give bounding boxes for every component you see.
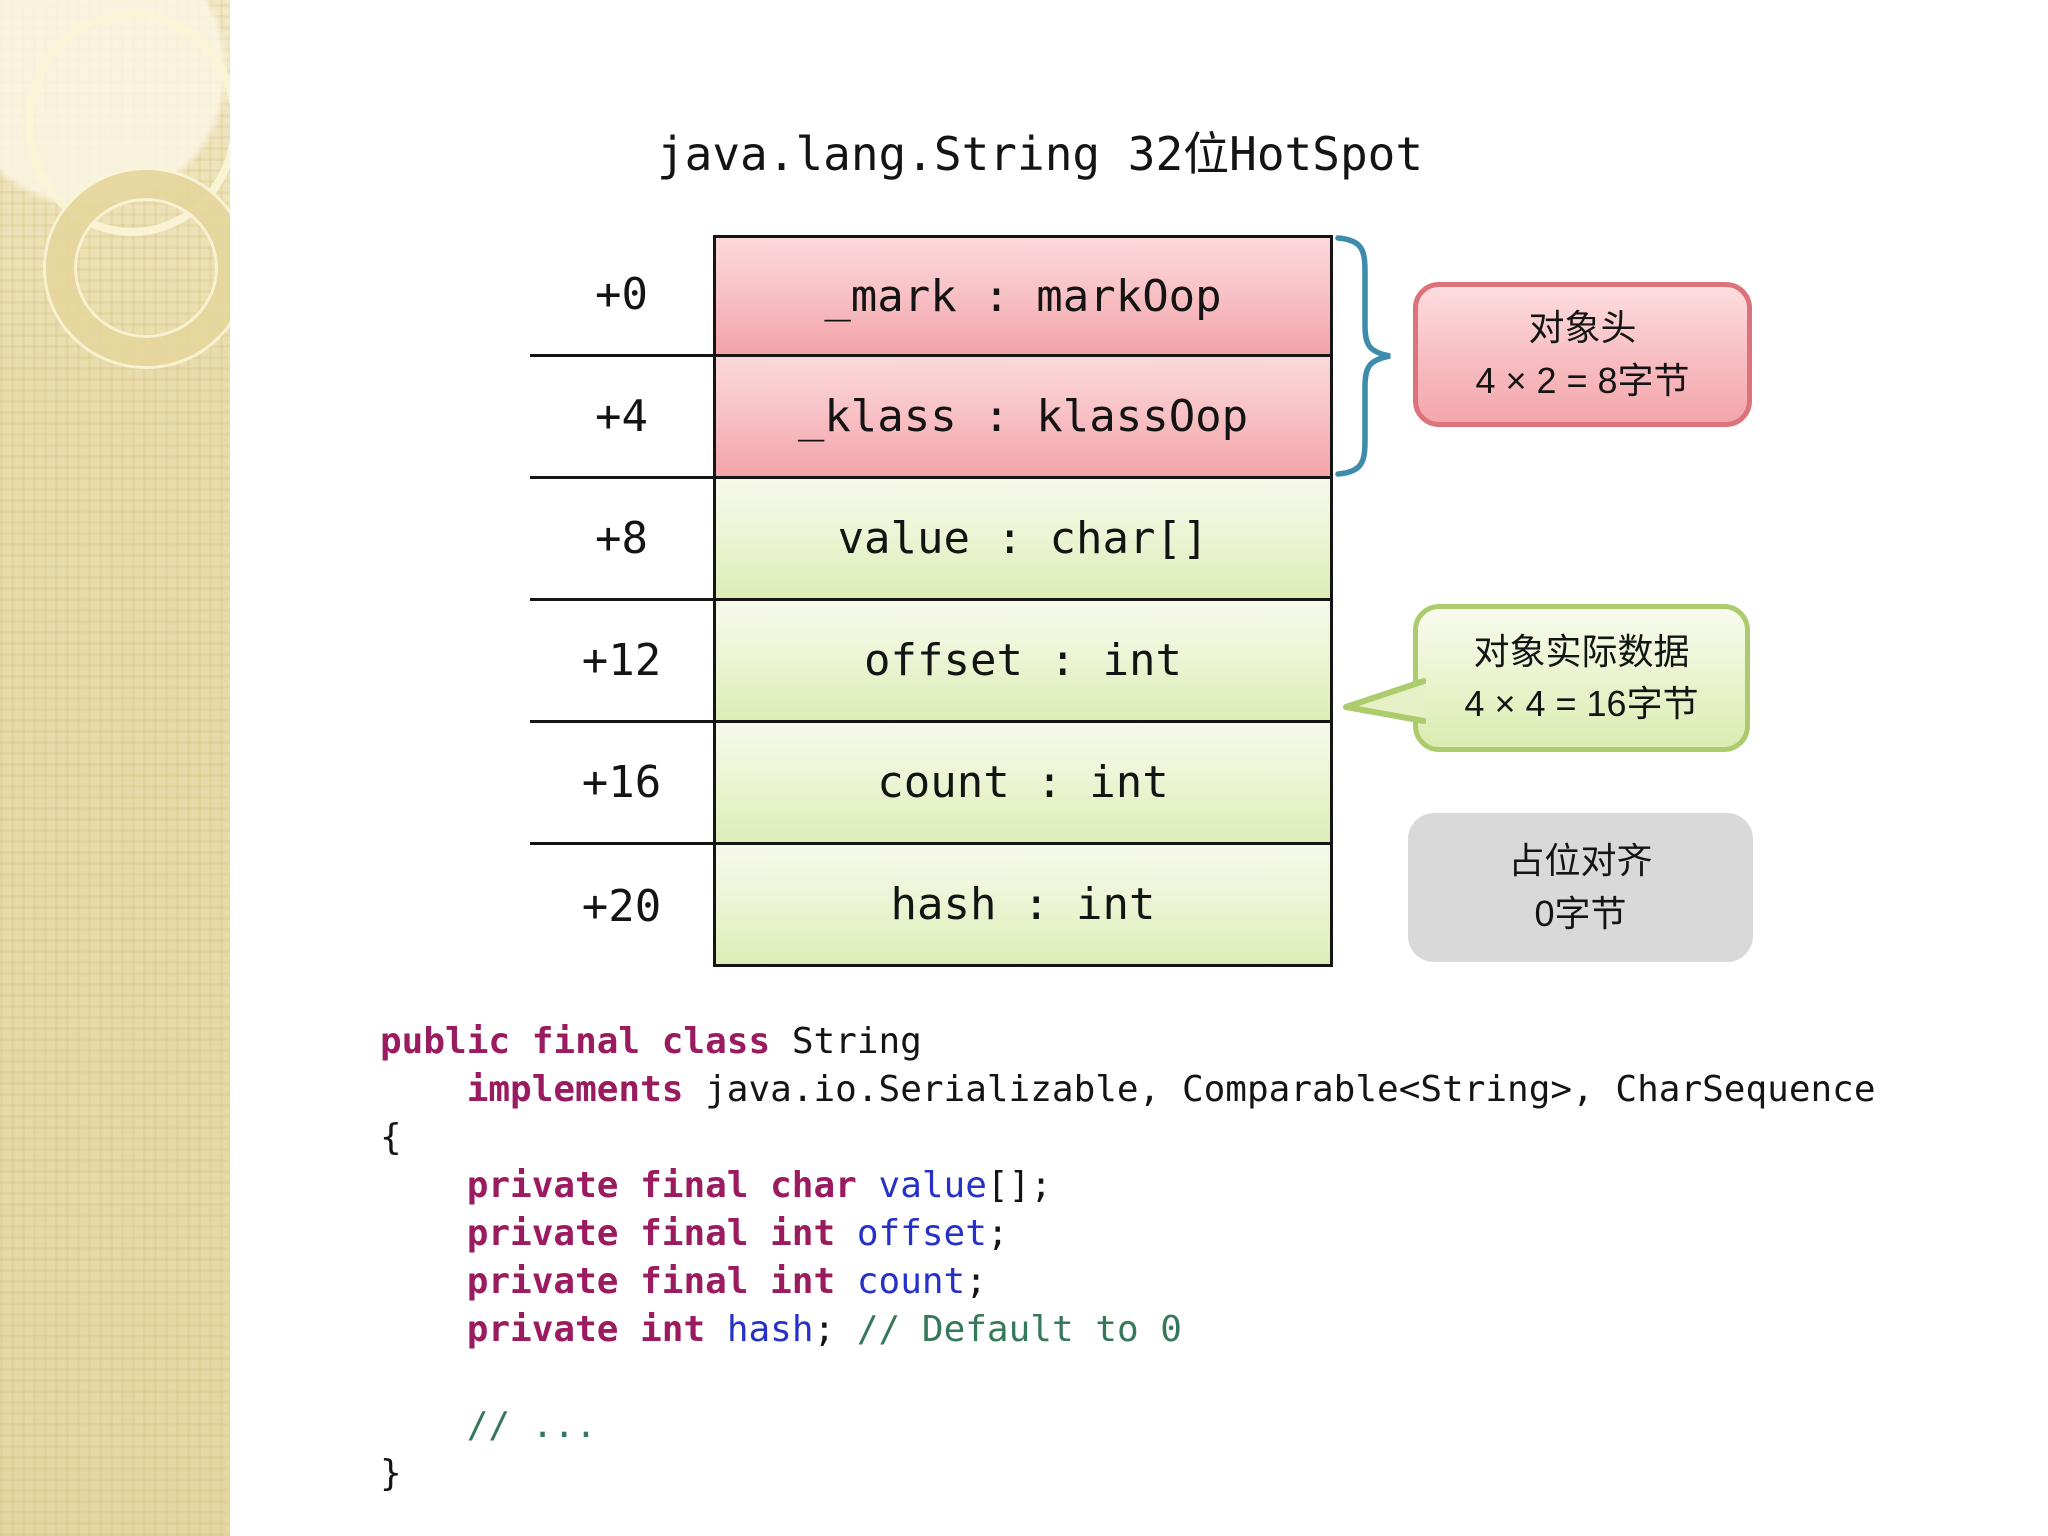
memory-table: +0 _mark : markOop +4 _klass : klassOop +8 va… <box>530 235 1333 967</box>
callout-object-data-line2: 4 × 4 = 16字节 <box>1464 683 1699 724</box>
code-token: } <box>380 1453 402 1494</box>
code-token: private int <box>466 1309 706 1350</box>
code-token: ; <box>965 1261 987 1302</box>
code-line: // ... <box>380 1402 1876 1450</box>
code-token: String <box>770 1021 922 1062</box>
code-line: } <box>380 1450 1876 1498</box>
code-token: count <box>856 1261 966 1302</box>
speech-bubble-tail-icon <box>1343 678 1426 724</box>
callout-object-data-line1: 对象实际数据 <box>1473 630 1690 672</box>
callout-object-data: 对象实际数据 4 × 4 = 16字节 <box>1343 604 1750 752</box>
code-token <box>857 1165 879 1206</box>
code-token: { <box>380 1117 402 1158</box>
code-line: implements java.io.Serializable, Compara… <box>380 1066 1876 1114</box>
code-line: public final class String <box>380 1018 1876 1066</box>
code-token: private final char <box>466 1165 857 1206</box>
field-cell: _mark : markOop <box>713 235 1333 354</box>
code-token: hash <box>726 1309 814 1350</box>
code-token: value <box>878 1165 987 1206</box>
decorative-ring-solid <box>46 170 230 366</box>
table-row: +4 _klass : klassOop <box>530 357 1333 479</box>
offset-label: +4 <box>595 391 648 442</box>
code-line: private int hash; // Default to 0 <box>380 1306 1876 1354</box>
callout-object-header: 对象头 4 × 2 = 8字节 <box>1413 282 1752 427</box>
offset-label: +16 <box>581 757 662 808</box>
code-token <box>380 1309 467 1350</box>
code-token: private final int <box>466 1261 836 1302</box>
code-token: private final int <box>466 1213 836 1254</box>
code-line: private final char value[]; <box>380 1162 1876 1210</box>
table-row: +16 count : int <box>530 723 1333 845</box>
code-token <box>380 1165 467 1206</box>
callout-padding: 占位对齐 0字节 <box>1408 813 1753 962</box>
table-row: +20 hash : int <box>530 845 1333 967</box>
offset-label: +20 <box>581 880 662 932</box>
code-token: public final class <box>380 1021 771 1062</box>
code-token: // Default to 0 <box>856 1309 1182 1350</box>
field-cell: offset : int <box>713 601 1333 720</box>
code-token: []; <box>986 1165 1052 1206</box>
table-row: +8 value : char[] <box>530 479 1333 601</box>
code-block: public final class String implements jav… <box>380 1018 1876 1498</box>
code-token <box>835 1261 857 1302</box>
code-token <box>705 1309 727 1350</box>
code-token: ; <box>813 1309 857 1350</box>
code-line <box>380 1354 1876 1402</box>
code-token <box>380 1213 467 1254</box>
code-token <box>380 1261 467 1302</box>
field-cell: _klass : klassOop <box>713 357 1333 476</box>
code-token <box>835 1213 857 1254</box>
code-token <box>380 1069 467 1110</box>
code-token: ; <box>986 1213 1009 1254</box>
page-title: java.lang.String 32位HotSpot <box>656 127 1424 181</box>
field-cell: hash : int <box>713 845 1333 967</box>
field-cell: count : int <box>713 723 1333 842</box>
callout-object-header-line2: 4 × 2 = 8字节 <box>1475 359 1690 401</box>
code-token: offset <box>856 1213 987 1254</box>
callout-padding-line2: 0字节 <box>1534 892 1627 934</box>
offset-label: +8 <box>595 513 648 564</box>
decorative-side-strip <box>0 0 230 1536</box>
code-line: private final int offset; <box>380 1210 1876 1258</box>
code-token <box>380 1405 467 1446</box>
offset-label: +0 <box>595 269 648 320</box>
field-cell: value : char[] <box>713 479 1333 598</box>
table-row: +12 offset : int <box>530 601 1333 723</box>
curly-brace-icon <box>1335 235 1391 477</box>
table-row: +0 _mark : markOop <box>530 235 1333 357</box>
callout-padding-line1: 占位对齐 <box>1508 840 1653 882</box>
code-line: private final int count; <box>380 1258 1876 1306</box>
callout-object-header-line1: 对象头 <box>1528 307 1637 349</box>
code-line: { <box>380 1114 1876 1162</box>
offset-label: +12 <box>581 635 662 686</box>
code-token: java.io.Serializable, Comparable<String>… <box>683 1069 1876 1110</box>
code-token: // ... <box>466 1405 597 1446</box>
code-token: implements <box>466 1069 684 1110</box>
